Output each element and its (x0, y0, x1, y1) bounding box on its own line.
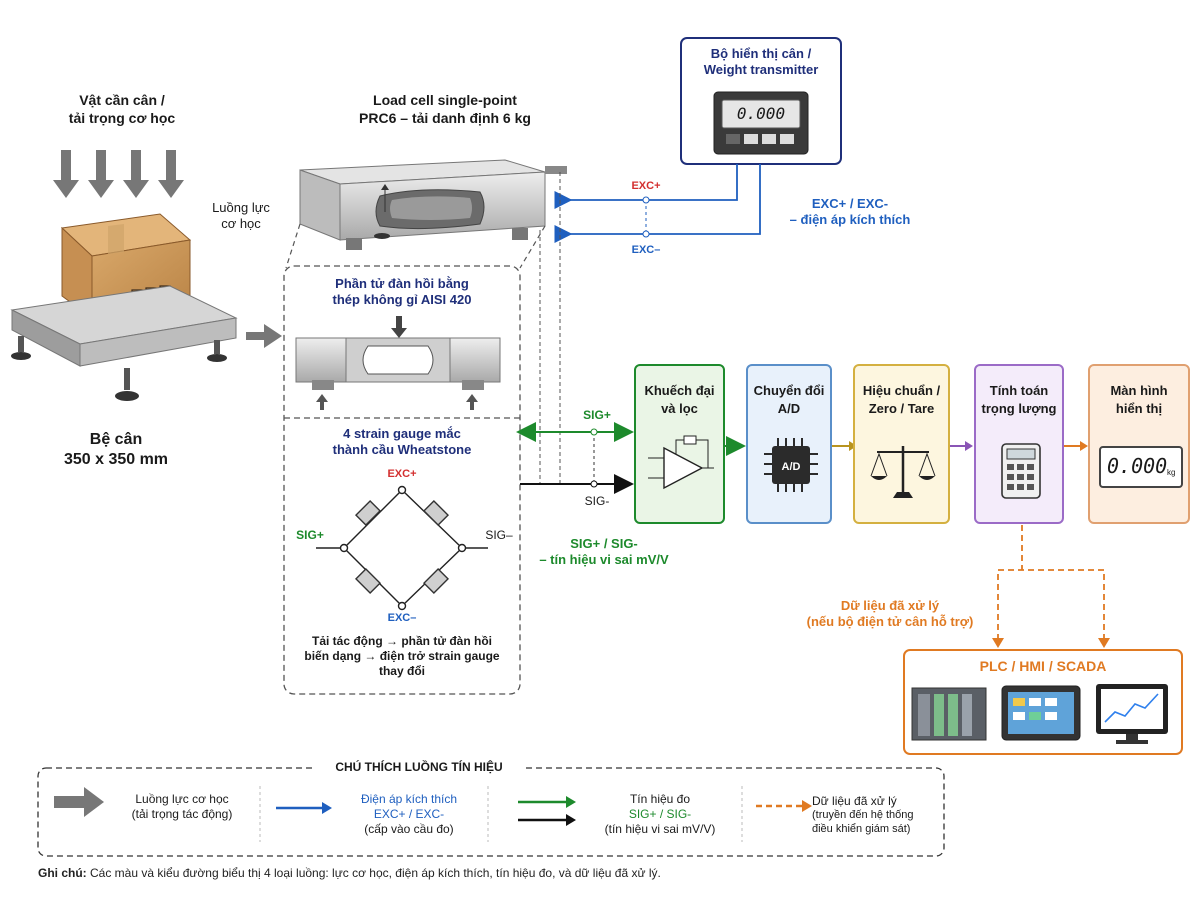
plc-icon (911, 687, 987, 741)
legend-force-arrow (54, 787, 104, 817)
hmi-icon (1001, 685, 1081, 741)
legend-force: Luồng lực cơ học(tải trọng tác động) (131, 792, 233, 821)
bridge-exc-minus: EXC– (387, 612, 417, 624)
block-calibration: Hiệu chuẩn /Zero / Tare (853, 364, 950, 524)
force-arrows-down (53, 150, 184, 198)
sig-plus-label: SIG+ (583, 408, 611, 422)
sig-minus-label: SIG- (584, 494, 610, 508)
op-amp-icon (648, 435, 714, 490)
elastic-element-icon (295, 316, 501, 410)
object-label: Vật cần cân /tải trọng cơ học (68, 92, 176, 126)
bridge-sig-plus: SIG+ (296, 528, 324, 542)
calculator-icon (1001, 443, 1041, 499)
bridge-sig-minus: SIG– (485, 528, 513, 542)
loadcell-detail-frame (283, 265, 521, 695)
processed-data-lines (997, 525, 1105, 640)
wheatstone-bridge-icon (316, 485, 488, 611)
transmitter-title: Bộ hiển thị cân /Weight transmitter (703, 46, 819, 78)
excitation-note: EXC+ / EXC-– điện áp kích thích (789, 196, 911, 228)
force-arrow-right (246, 324, 282, 348)
load-cell-icon (299, 159, 567, 250)
legend-title: CHÚ THÍCH LUỒNG TÍN HIỆU (335, 760, 503, 774)
chip-icon (764, 438, 818, 492)
footnote: Ghi chú: Các màu và kiểu đường biểu thị … (38, 866, 661, 880)
display-value: 0.000 (1107, 454, 1168, 478)
scada-monitor-icon (1096, 684, 1168, 744)
excitation-lines (554, 164, 761, 243)
exc-minus-label: EXC– (631, 244, 661, 256)
balance-scale-icon (870, 446, 936, 498)
processed-data-label: Dữ liệu đã xử lý(nếu bộ điện tử cân hỗ t… (806, 598, 974, 630)
signal-note: SIG+ / SIG-– tín hiệu vi sai mV/V (539, 536, 669, 568)
display-screen: 0.000 kg (1099, 446, 1183, 488)
scale-platform-icon (10, 285, 238, 401)
transmitter-device-icon (713, 91, 809, 155)
display-unit: kg (1167, 468, 1176, 477)
plc-title: PLC / HMI / SCADA (979, 658, 1107, 674)
exc-plus-label: EXC+ (631, 180, 661, 192)
transmitter-display: 0.000 (736, 104, 786, 123)
chip-label: A/D (781, 461, 801, 473)
bridge-exc-plus: EXC+ (387, 468, 417, 480)
